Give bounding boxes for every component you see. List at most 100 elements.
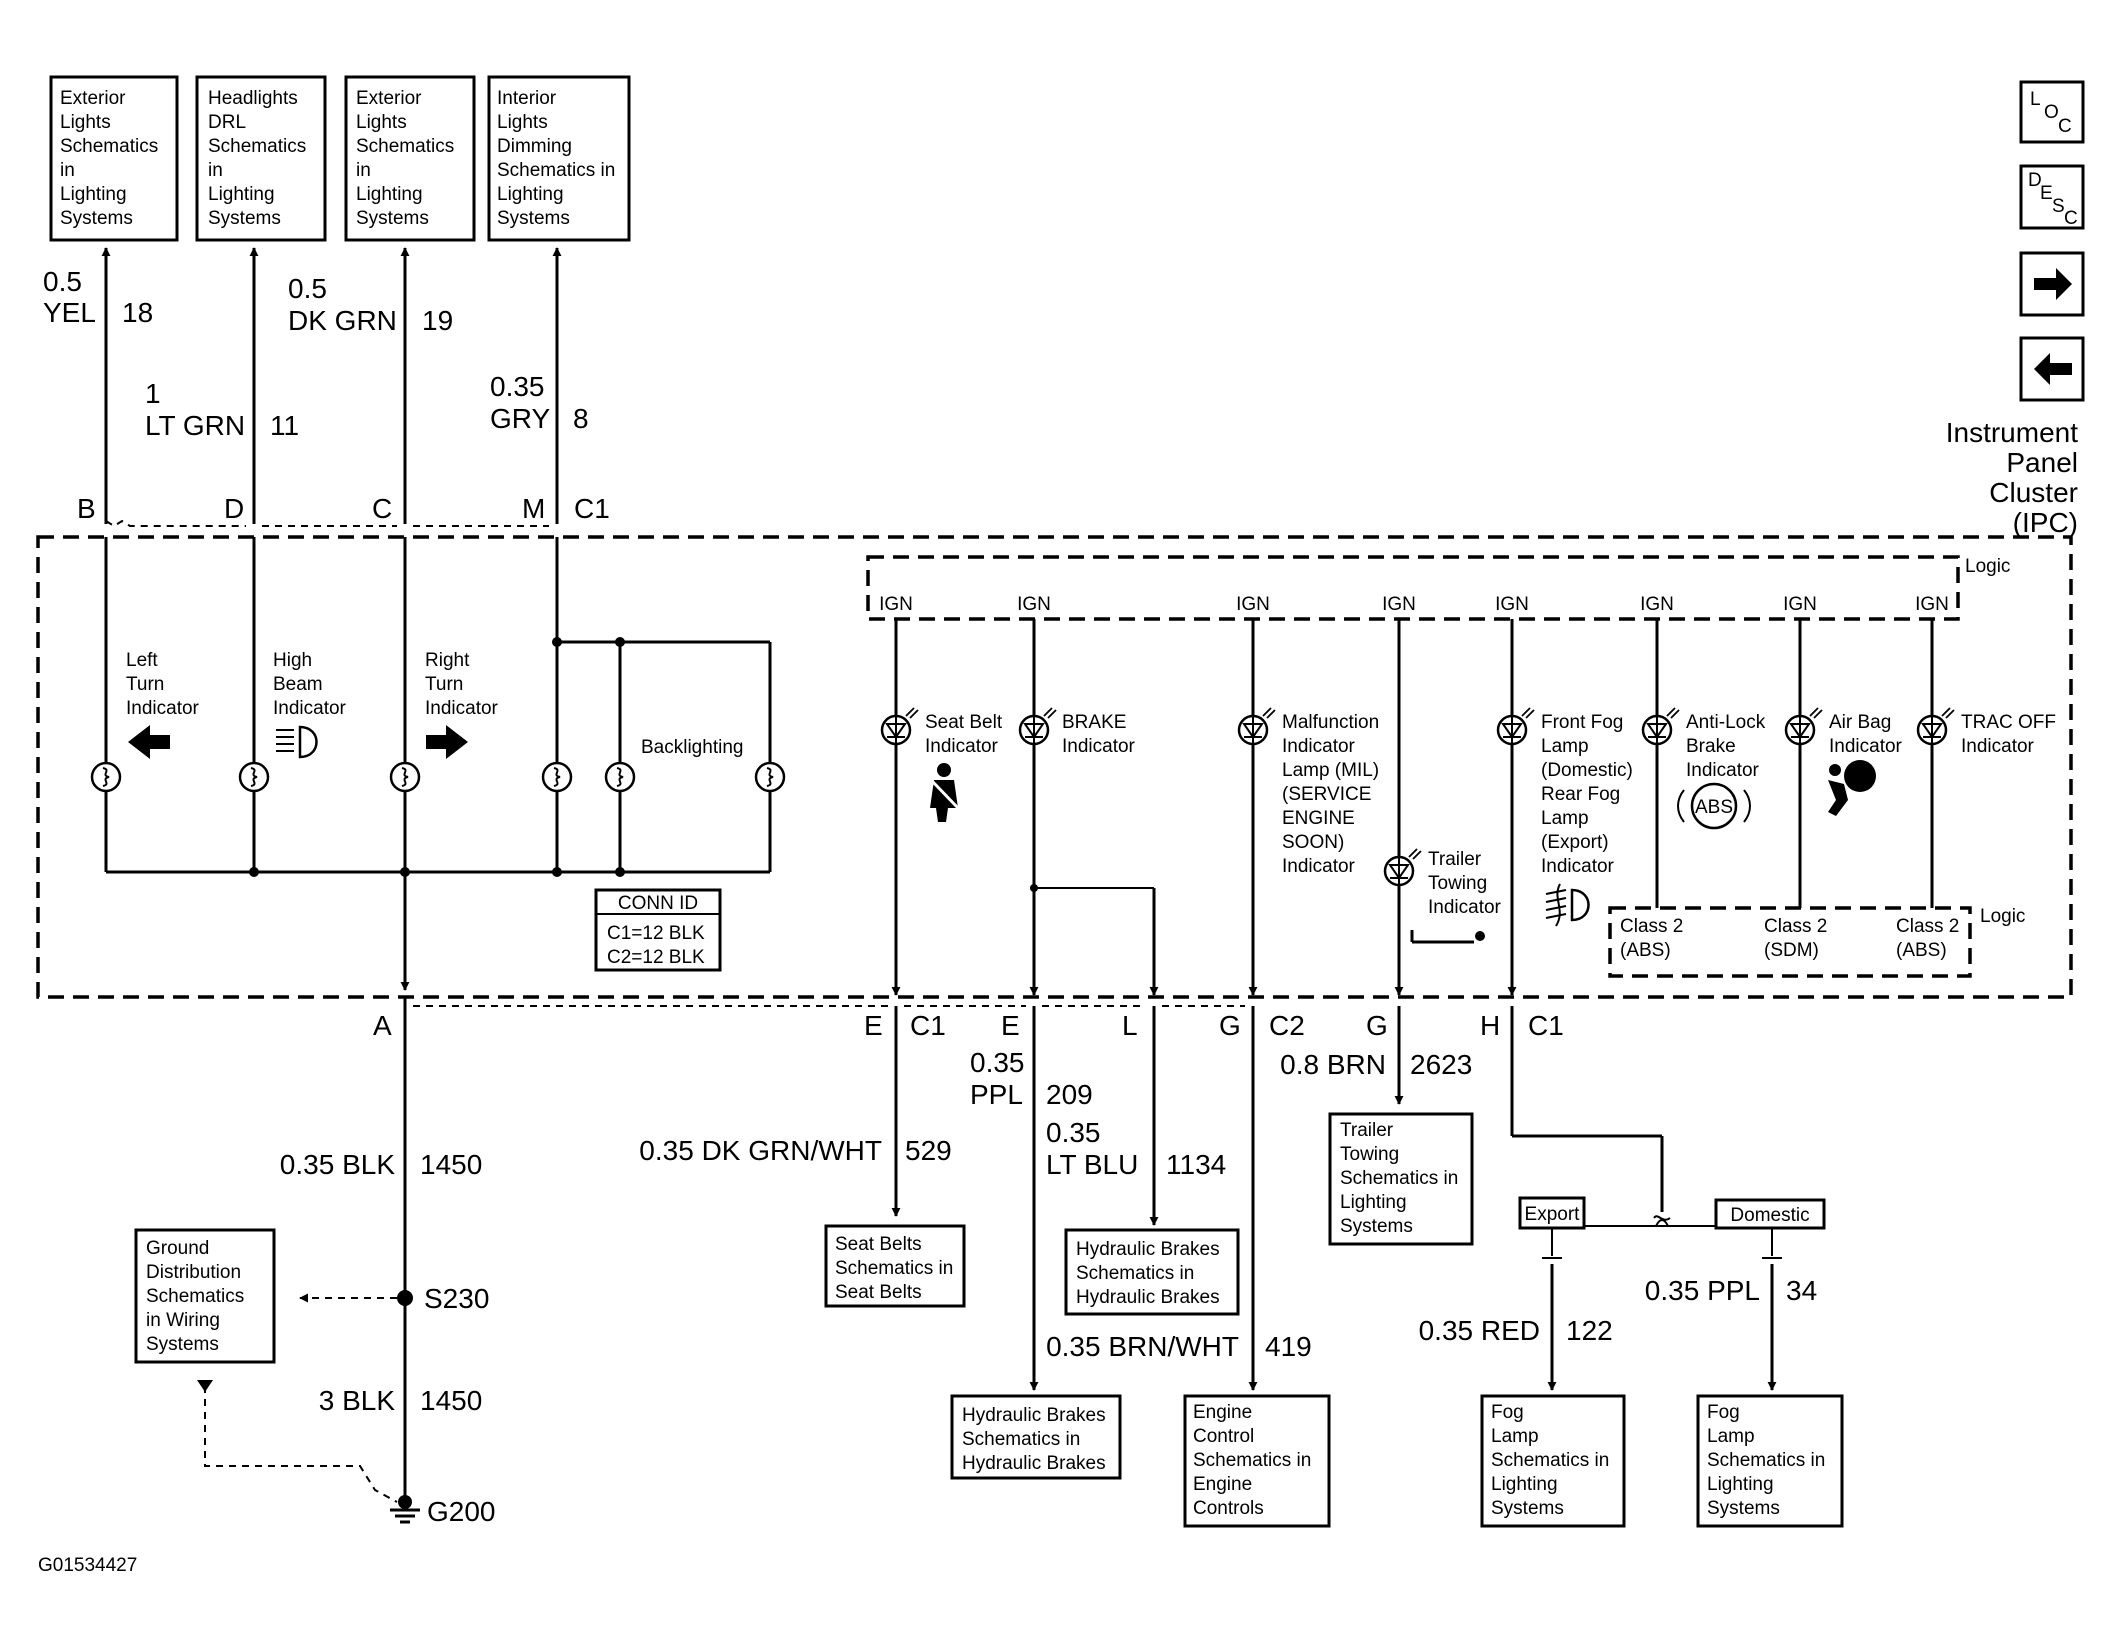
brake2-box-line: Hydraulic Brakes <box>1076 1239 1220 1260</box>
airbag-icon <box>1828 760 1876 816</box>
ign-label: IGN <box>1382 594 1416 615</box>
top-box-2-line: Lighting <box>208 184 275 205</box>
seat-box-line: Schematics in <box>835 1258 953 1279</box>
previous-page-button[interactable] <box>2019 336 2085 402</box>
export-wire: 0.35 RED <box>1419 1315 1540 1346</box>
seat-box-line: Seat Belts <box>835 1282 922 1303</box>
top-box-exterior-lights-right[interactable]: Exterior Lights Schematics in Lighting S… <box>344 75 476 242</box>
high-beam-line: Beam <box>273 674 323 695</box>
ign-label: IGN <box>1495 594 1529 615</box>
fog-export-box-line: Systems <box>1491 1498 1564 1519</box>
brake2-box-line: Hydraulic Brakes <box>1076 1287 1220 1308</box>
class2-box <box>1608 906 1972 978</box>
desc-button[interactable]: D E S C <box>2019 164 2085 230</box>
brake2-circuit: 1134 <box>1166 1149 1226 1180</box>
ign-circuits <box>880 619 1956 996</box>
ign-labels: IGN IGN IGN IGN IGN IGN IGN IGN <box>879 594 1949 615</box>
airbag-led-icon <box>1784 706 1824 746</box>
class2-sdm-line: (SDM) <box>1764 940 1819 961</box>
seat-belts-box[interactable]: Seat Belts Schematics in Seat Belts <box>824 1224 966 1308</box>
mil-pin: G <box>1219 1010 1241 1041</box>
wire-8-gauge: 0.35 <box>490 371 545 402</box>
next-page-button[interactable] <box>2019 251 2085 317</box>
pin-c: C <box>372 493 392 524</box>
top-box-exterior-lights-left[interactable]: Exterior Lights Schematics in Lighting S… <box>49 75 179 242</box>
trailer-box-line: Schematics in <box>1340 1168 1458 1189</box>
fog-export-box-line: Fog <box>1491 1402 1524 1423</box>
ground-distribution-box[interactable]: Ground Distribution Schematics in Wiring… <box>134 1228 276 1364</box>
hydraulic-brakes-box-1[interactable]: Hydraulic Brakes Schematics in Hydraulic… <box>950 1394 1122 1480</box>
fog-line: Lamp <box>1541 736 1589 757</box>
mil-line: SOON) <box>1282 832 1344 853</box>
airbag-line: Indicator <box>1829 736 1903 757</box>
pin-b: B <box>77 493 96 524</box>
export-label: Export <box>1525 1204 1581 1225</box>
seat-pin: E <box>864 1010 883 1041</box>
ground-symbol-icon <box>390 1495 420 1524</box>
fog-domestic-box-line: Fog <box>1707 1402 1740 1423</box>
brake-output: E 0.35 PPL 209 L 0.35 LT BLU 1134 <box>970 1006 1226 1391</box>
conn-id-title: CONN ID <box>618 893 698 914</box>
engine-controls-box[interactable]: Engine Control Schematics in Engine Cont… <box>1183 1394 1331 1528</box>
logic-label: Logic <box>1965 556 2010 577</box>
high-beam-line: Indicator <box>273 698 347 719</box>
ground-box-line: Systems <box>146 1334 219 1355</box>
ipc-title-line-2: Panel <box>2006 447 2078 478</box>
top-box-2-line: in <box>208 160 223 181</box>
ign-label: IGN <box>879 594 913 615</box>
fog-lamp-box-export[interactable]: Fog Lamp Schematics in Lighting Systems <box>1480 1394 1626 1528</box>
fog-conn: C1 <box>1528 1010 1564 1041</box>
hydraulic-brakes-box-2[interactable]: Hydraulic Brakes Schematics in Hydraulic… <box>1064 1228 1240 1316</box>
right-turn-bulb-icon <box>389 761 421 793</box>
high-beam-line: High <box>273 650 312 671</box>
arrow-right-icon <box>2034 268 2072 300</box>
loc-button[interactable]: L O C <box>2019 80 2085 144</box>
wire-11-color: LT GRN <box>145 410 245 441</box>
abs-led-icon <box>1641 706 1681 746</box>
top-box-4-line: Lighting <box>497 184 564 205</box>
wire-18-gauge: 0.5 <box>43 266 82 297</box>
backlight-bulb-icon <box>541 761 573 793</box>
brake-circuit: 209 <box>1046 1079 1093 1110</box>
desc-letter-1: D <box>2028 170 2042 191</box>
fog-export-box-line: Schematics in <box>1491 1450 1609 1471</box>
top-box-4-line: Schematics in <box>497 160 615 181</box>
class2-abs-line: Class 2 <box>1620 916 1683 937</box>
top-box-2-line: Headlights <box>208 88 298 109</box>
left-arrow-icon <box>128 725 170 759</box>
top-box-headlights-drl[interactable]: Headlights DRL Schematics in Lighting Sy… <box>195 75 327 242</box>
arrow-left-icon <box>2034 353 2072 385</box>
engine-box-line: Engine <box>1193 1474 1252 1495</box>
ground-g200-label: G200 <box>427 1496 496 1527</box>
fog-domestic-box-line: Lamp <box>1707 1426 1755 1447</box>
top-box-interior-lights-dimming[interactable]: Interior Lights Dimming Schematics in Li… <box>487 75 631 242</box>
brake2-color: LT BLU <box>1046 1149 1138 1180</box>
loc-letter-2: O <box>2044 102 2059 123</box>
wire-11-circuit: 11 <box>270 410 299 441</box>
top-box-2-line: Schematics <box>208 136 306 157</box>
left-turn-bulb-icon <box>90 761 122 793</box>
trailer-box-line: Lighting <box>1340 1192 1407 1213</box>
trailer-towing-box[interactable]: Trailer Towing Schematics in Lighting Sy… <box>1328 1112 1474 1246</box>
trailer-pin: G <box>1366 1010 1388 1041</box>
class2-sdm-line: Class 2 <box>1764 916 1827 937</box>
brake-box-line: Schematics in <box>962 1429 1080 1450</box>
ipc-title-line-3: Cluster <box>1989 477 2078 508</box>
seat-wire: 0.35 DK GRN/WHT <box>639 1135 882 1166</box>
splice-s230-icon <box>397 1290 413 1306</box>
mil-line: Indicator <box>1282 856 1356 877</box>
fog-export-box-line: Lamp <box>1491 1426 1539 1447</box>
right-arrow-icon <box>426 725 468 759</box>
trac-line: TRAC OFF <box>1961 712 2056 733</box>
fog-lamp-box-domestic[interactable]: Fog Lamp Schematics in Lighting Systems <box>1696 1394 1844 1528</box>
mil-line: Lamp (MIL) <box>1282 760 1379 781</box>
brake2-box-line: Schematics in <box>1076 1263 1194 1284</box>
backlighting-label: Backlighting <box>641 737 743 758</box>
mil-line: (SERVICE <box>1282 784 1371 805</box>
engine-box-line: Control <box>1193 1426 1254 1447</box>
connector-c1-label: C1 <box>574 493 610 524</box>
brake2-pin: L <box>1122 1010 1138 1041</box>
indicator-labels: Seat Belt Indicator BRAKE Indicator Malf… <box>925 712 2056 918</box>
abs-icon-text: ABS <box>1695 797 1733 818</box>
conn-id-row: C1=12 BLK <box>607 923 705 944</box>
